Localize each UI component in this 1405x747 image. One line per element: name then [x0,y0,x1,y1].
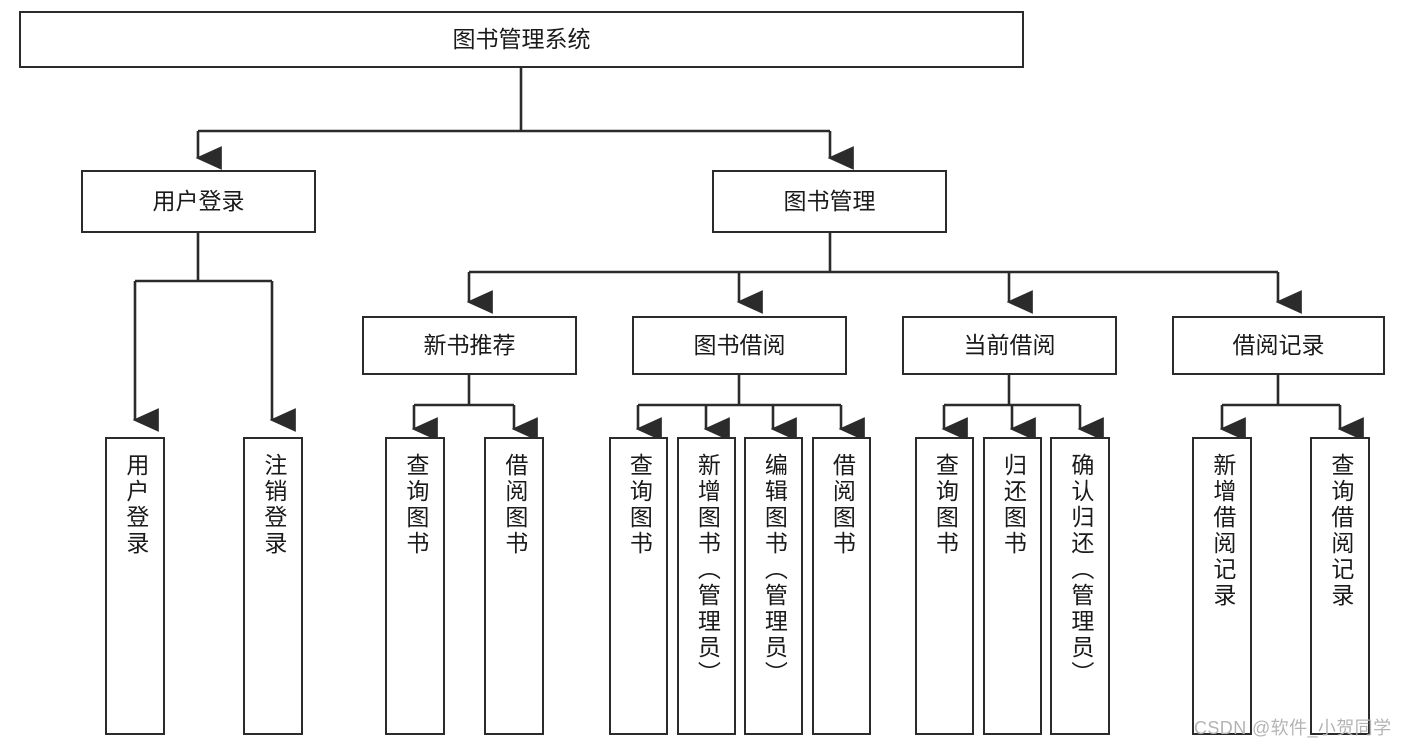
node-label: 借阅记录 [1232,331,1325,358]
node-label: 图书管理 [783,187,876,214]
node-user-login[interactable]: 用户登录 [81,170,316,233]
leaf-book-borrow-edit-book-admin[interactable]: 编辑图书（管理员） [744,437,803,735]
leaf-new-book-borrow-book[interactable]: 借阅图书 [484,437,544,735]
node-label: 用户登录 [122,453,149,557]
leaf-book-borrow-borrow-book[interactable]: 借阅图书 [812,437,871,735]
node-book-borrow[interactable]: 图书借阅 [632,316,847,375]
node-label: 注销登录 [260,453,287,557]
node-label: 编辑图书（管理员） [761,453,788,687]
node-label: 借阅图书 [829,453,856,557]
leaf-current-borrow-return-book[interactable]: 归还图书 [983,437,1042,735]
node-label: 当前借阅 [963,331,1056,358]
leaf-borrow-record-add-record[interactable]: 新增借阅记录 [1192,437,1252,735]
node-label: 用户登录 [152,187,245,214]
leaf-current-borrow-confirm-return-admin[interactable]: 确认归还（管理员） [1050,437,1110,735]
node-label: 新增图书（管理员） [694,453,721,687]
leaf-book-borrow-add-book-admin[interactable]: 新增图书（管理员） [677,437,736,735]
leaf-current-borrow-query-book[interactable]: 查询图书 [915,437,974,735]
csdn-watermark: CSDN @软件_小贺同学 [1194,718,1392,738]
node-label: 查询借阅记录 [1327,453,1354,609]
node-label: 借阅图书 [501,453,528,557]
node-label: 图书借阅 [693,331,786,358]
node-borrow-record[interactable]: 借阅记录 [1172,316,1385,375]
node-label: 归还图书 [1000,453,1027,557]
node-label: 图书管理系统 [452,25,591,52]
leaf-borrow-record-query-record[interactable]: 查询借阅记录 [1310,437,1370,735]
leaf-user-login-login[interactable]: 用户登录 [105,437,165,735]
leaf-book-borrow-query-book[interactable]: 查询图书 [609,437,668,735]
node-label: 新增借阅记录 [1209,453,1236,609]
node-label: 确认归还（管理员） [1067,453,1094,687]
node-label: 查询图书 [626,453,653,557]
node-book-management[interactable]: 图书管理 [712,170,947,233]
node-root-book-management-system[interactable]: 图书管理系统 [19,11,1024,68]
node-label: 新书推荐 [423,331,516,358]
node-label: 查询图书 [402,453,429,557]
node-current-borrow[interactable]: 当前借阅 [902,316,1117,375]
leaf-new-book-query-book[interactable]: 查询图书 [385,437,445,735]
node-new-book-recommend[interactable]: 新书推荐 [362,316,577,375]
leaf-user-login-logout[interactable]: 注销登录 [243,437,303,735]
node-label: 查询图书 [932,453,959,557]
